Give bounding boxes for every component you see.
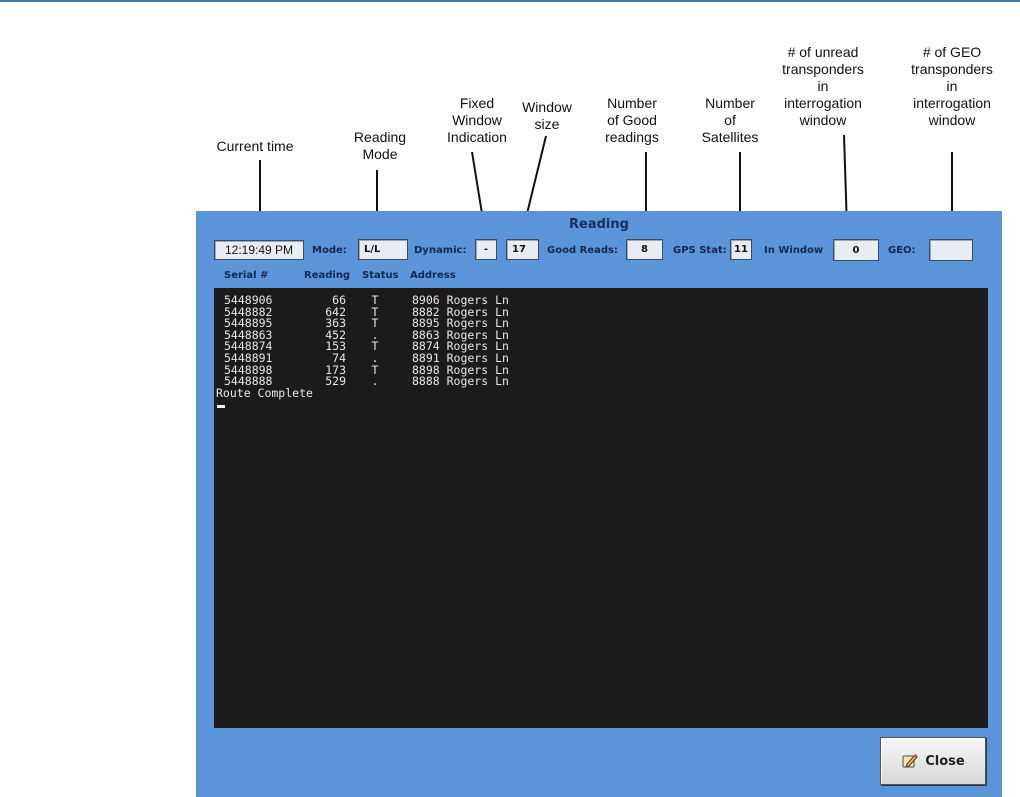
gps-stat-field: 11 [730,239,752,260]
in-window-label: In Window [764,245,824,256]
geo-field [929,239,973,261]
annotation-unread-transponders: # of unread transponders in interrogatio… [782,44,864,128]
geo-label: GEO: [888,245,916,256]
annotation-satellites: Number of Satellites [701,95,759,145]
column-header-reading: Reading [304,270,351,281]
dynamic-label: Dynamic: [414,245,467,256]
window-title: Reading [569,217,629,232]
close-button-label: Close [925,753,965,769]
dynamic-field: - [475,239,497,260]
good-reads-field: 8 [626,239,663,260]
annotation-good-readings: Number of Good readings [605,95,659,145]
text-cursor [217,404,225,408]
pencil-icon [902,754,918,768]
annotation-fixed-window: Fixed Window Indication [447,95,507,145]
mode-label: Mode: [312,245,347,256]
column-header-status: Status [362,270,399,281]
annotation-window-size: Window size [522,99,572,132]
close-button[interactable]: Close [880,737,986,785]
annotation-reading-mode: Reading Mode [353,129,407,162]
gps-stat-label: GPS Stat: [673,245,727,256]
column-header-address: Address [410,270,456,281]
route-complete-message: Route Complete [216,385,313,400]
current-time-field: 12:19:49 PM [214,240,304,260]
good-reads-label: Good Reads: [547,245,618,256]
column-header-serial: Serial # [224,270,269,281]
in-window-field: 0 [833,239,879,261]
annotation-geo-transponders: # of GEO transponders in interrogation w… [911,44,993,128]
mode-field: L/L [358,239,408,260]
annotation-current-time: Current time [216,138,294,154]
top-rule [0,0,1020,2]
window-size-field: 17 [506,239,539,260]
reading-window: Reading 12:19:49 PM Mode: L/L Dynamic: -… [196,211,1002,797]
